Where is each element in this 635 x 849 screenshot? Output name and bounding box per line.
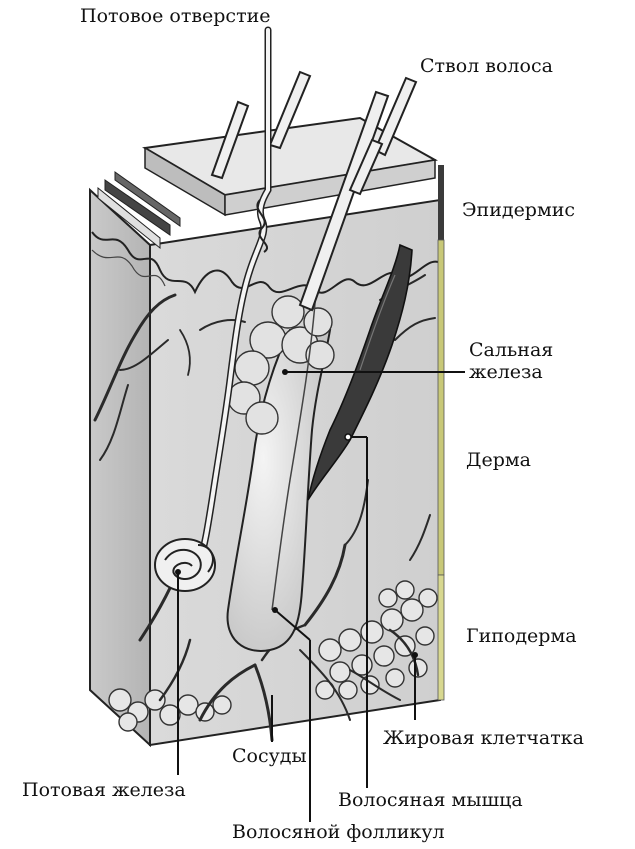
- label-hypodermis: Гиподерма: [466, 626, 577, 648]
- layer-indicator-bar: [438, 165, 444, 700]
- pointer-dot-fat: [412, 652, 418, 658]
- label-hair-shaft: Ствол волоса: [420, 56, 553, 78]
- layer-bar-hypodermis: [438, 575, 444, 700]
- block-side-face: [90, 190, 150, 745]
- layer-bar-epidermis: [438, 165, 444, 240]
- label-sweat-pore: Потовое отверстие: [80, 6, 271, 28]
- pointer-dot-muscle: [345, 434, 351, 440]
- pointer-dot-sweat-gland: [175, 569, 181, 575]
- label-sweat-gland: Потовая железа: [22, 780, 186, 802]
- layer-bar-dermis: [438, 240, 444, 575]
- label-vessels: Сосуды: [232, 746, 307, 768]
- label-hair-follicle: Волосяной фолликул: [232, 822, 445, 844]
- label-sebaceous-gland: Сальная железа: [469, 340, 553, 384]
- pointer-dot-sebaceous: [282, 369, 288, 375]
- label-fat-tissue: Жировая клетчатка: [383, 728, 584, 750]
- label-arrector-muscle: Волосяная мышца: [338, 790, 523, 812]
- label-dermis: Дерма: [466, 450, 531, 472]
- label-epidermis: Эпидермис: [462, 200, 575, 222]
- pointer-dot-follicle: [272, 607, 278, 613]
